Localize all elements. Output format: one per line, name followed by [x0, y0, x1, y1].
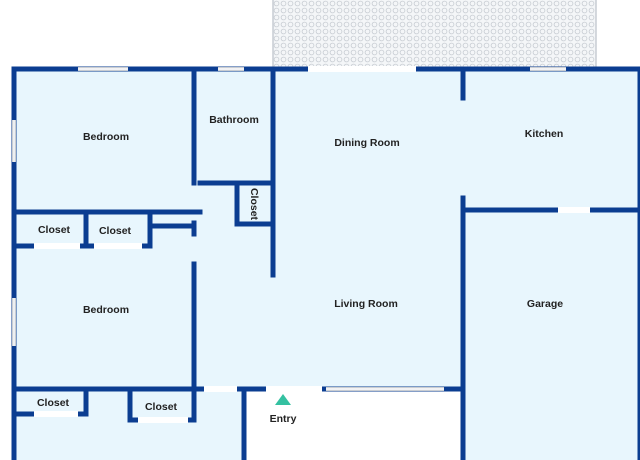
room-label-bedroom-bottom: Bedroom: [83, 304, 129, 316]
room-label-garage: Garage: [527, 298, 563, 310]
room-label-closet-left-top: Closet: [38, 224, 71, 236]
entry-triangle-icon: [275, 394, 291, 405]
room-label-bathroom: Bathroom: [209, 114, 259, 126]
windows: [12, 67, 566, 391]
room-label-bedroom-top: Bedroom: [83, 131, 129, 143]
door-openings: [34, 66, 590, 423]
room-label-dining-room: Dining Room: [334, 137, 399, 149]
room-label-entry: Entry: [270, 413, 297, 425]
room-label-kitchen: Kitchen: [525, 128, 564, 140]
floor-fills: [14, 69, 640, 460]
room-label-closet-hall: Closet: [248, 188, 260, 221]
room-label-closet-left-bottom: Closet: [37, 397, 70, 409]
room-label-closet-mid-bottom: Closet: [145, 401, 178, 413]
patio: [273, 0, 596, 69]
room-label-closet-mid-top: Closet: [99, 225, 132, 237]
room-label-living-room: Living Room: [334, 298, 398, 310]
